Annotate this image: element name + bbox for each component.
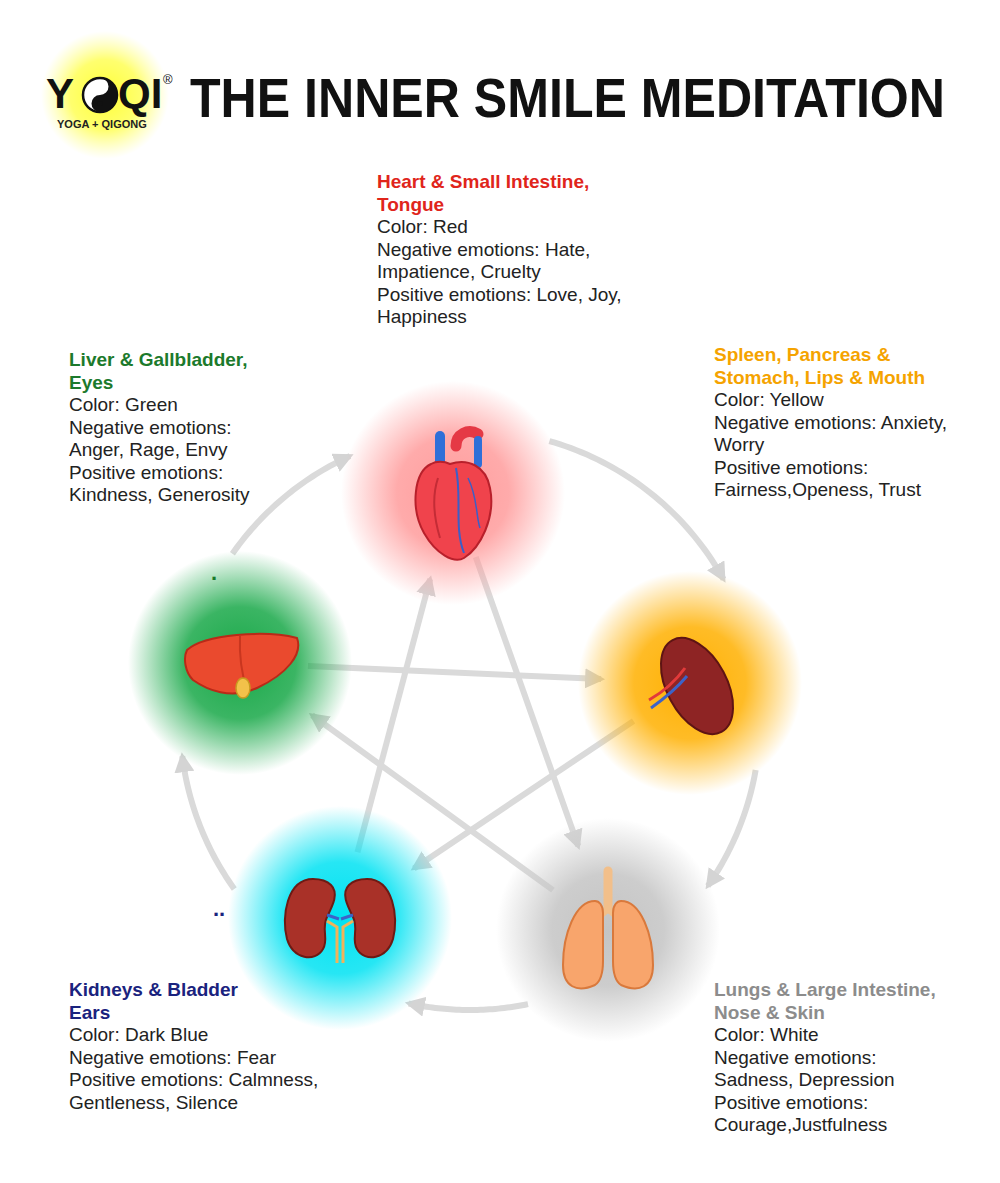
color-glow [578, 571, 802, 795]
organ-heading: Heart & Small Intestine, Tongue [377, 170, 627, 216]
color-glow [228, 806, 452, 1030]
logo-letter: Y [46, 70, 74, 118]
organ-circle: Spleen, Pancreas & Stomach, Lips & Mouth… [605, 598, 775, 768]
logo-letters: QI [118, 70, 162, 118]
organ-attribute: Color: Red [377, 216, 627, 239]
spleen-organ [646, 626, 748, 746]
organ-attribute: Negative emotions: Anxiety, Worry [714, 412, 954, 457]
organ-heading: Spleen, Pancreas & Stomach, Lips & Mouth [714, 343, 954, 389]
organ-heading: Kidneys & Bladder Ears [69, 978, 269, 1024]
stray-dots: .. [213, 896, 225, 921]
kidneys-organ [285, 879, 395, 963]
organ-attribute: Color: Yellow [714, 389, 954, 412]
organ-attribute: Negative emotions: Hate, Impatience, Cru… [377, 239, 627, 284]
control-arrow [476, 557, 579, 846]
organ-circle: Lungs & Large Intestine, Nose & SkinColo… [523, 845, 693, 1015]
stray-dot: . [211, 560, 217, 585]
logo-emblem [0, 0, 220, 170]
cycle-arrow [409, 1003, 528, 1010]
yin-yang-symbol [83, 78, 117, 112]
organ-attribute: Positive emotions: Calmness, Gentleness,… [69, 1069, 344, 1114]
organ-attribute: Positive emotions: Courage,Justfulness [714, 1092, 929, 1137]
heart-organ [416, 432, 492, 560]
organ-illustration [215, 793, 465, 1043]
logo-glow [41, 31, 169, 159]
organ-attribute: Color: Dark Blue [69, 1024, 344, 1047]
liver-organ [185, 634, 298, 698]
color-glow [341, 381, 565, 605]
organ-attribute: Color: Green [69, 394, 269, 417]
organ-attribute: Color: White [714, 1024, 929, 1047]
organ-attribute: Positive emotions: Kindness, Generosity [69, 462, 269, 507]
color-glow [128, 551, 352, 775]
organ-illustration [115, 538, 365, 788]
lungs-organ [563, 871, 653, 988]
organ-attribute: Negative emotions: Sadness, Depression [714, 1047, 929, 1092]
organ-attribute: Negative emotions: Anger, Rage, Envy [69, 417, 269, 462]
organ-circle: Liver & Gallbladder, EyesColor: GreenNeg… [155, 578, 325, 748]
organ-attribute: Positive emotions: Fairness,Openess, Tru… [714, 457, 954, 502]
organ-circle: Kidneys & Bladder EarsColor: Dark BlueNe… [255, 833, 425, 1003]
control-arrow [308, 666, 601, 679]
organ-heading: Lungs & Large Intestine, Nose & Skin [714, 978, 974, 1024]
cycle-arrow [232, 456, 350, 554]
organ-circle: Heart & Small Intestine, TongueColor: Re… [368, 408, 538, 578]
organ-illustration [565, 558, 815, 808]
cycle-arrow [549, 441, 723, 579]
organ-attribute: Positive emotions: Love, Joy, Happiness [377, 284, 627, 329]
logo-tagline: YOGA + QIGONG [57, 118, 147, 131]
organ-illustration [483, 805, 733, 1055]
registered-mark: ® [163, 72, 173, 87]
organ-illustration [328, 368, 578, 618]
organ-heading: Liver & Gallbladder, Eyes [69, 348, 274, 394]
cycle-arrow [182, 756, 234, 889]
color-glow [496, 818, 720, 1042]
organ-attribute: Negative emotions: Fear [69, 1047, 344, 1070]
page-title: THE INNER SMILE MEDITATION [190, 66, 945, 130]
